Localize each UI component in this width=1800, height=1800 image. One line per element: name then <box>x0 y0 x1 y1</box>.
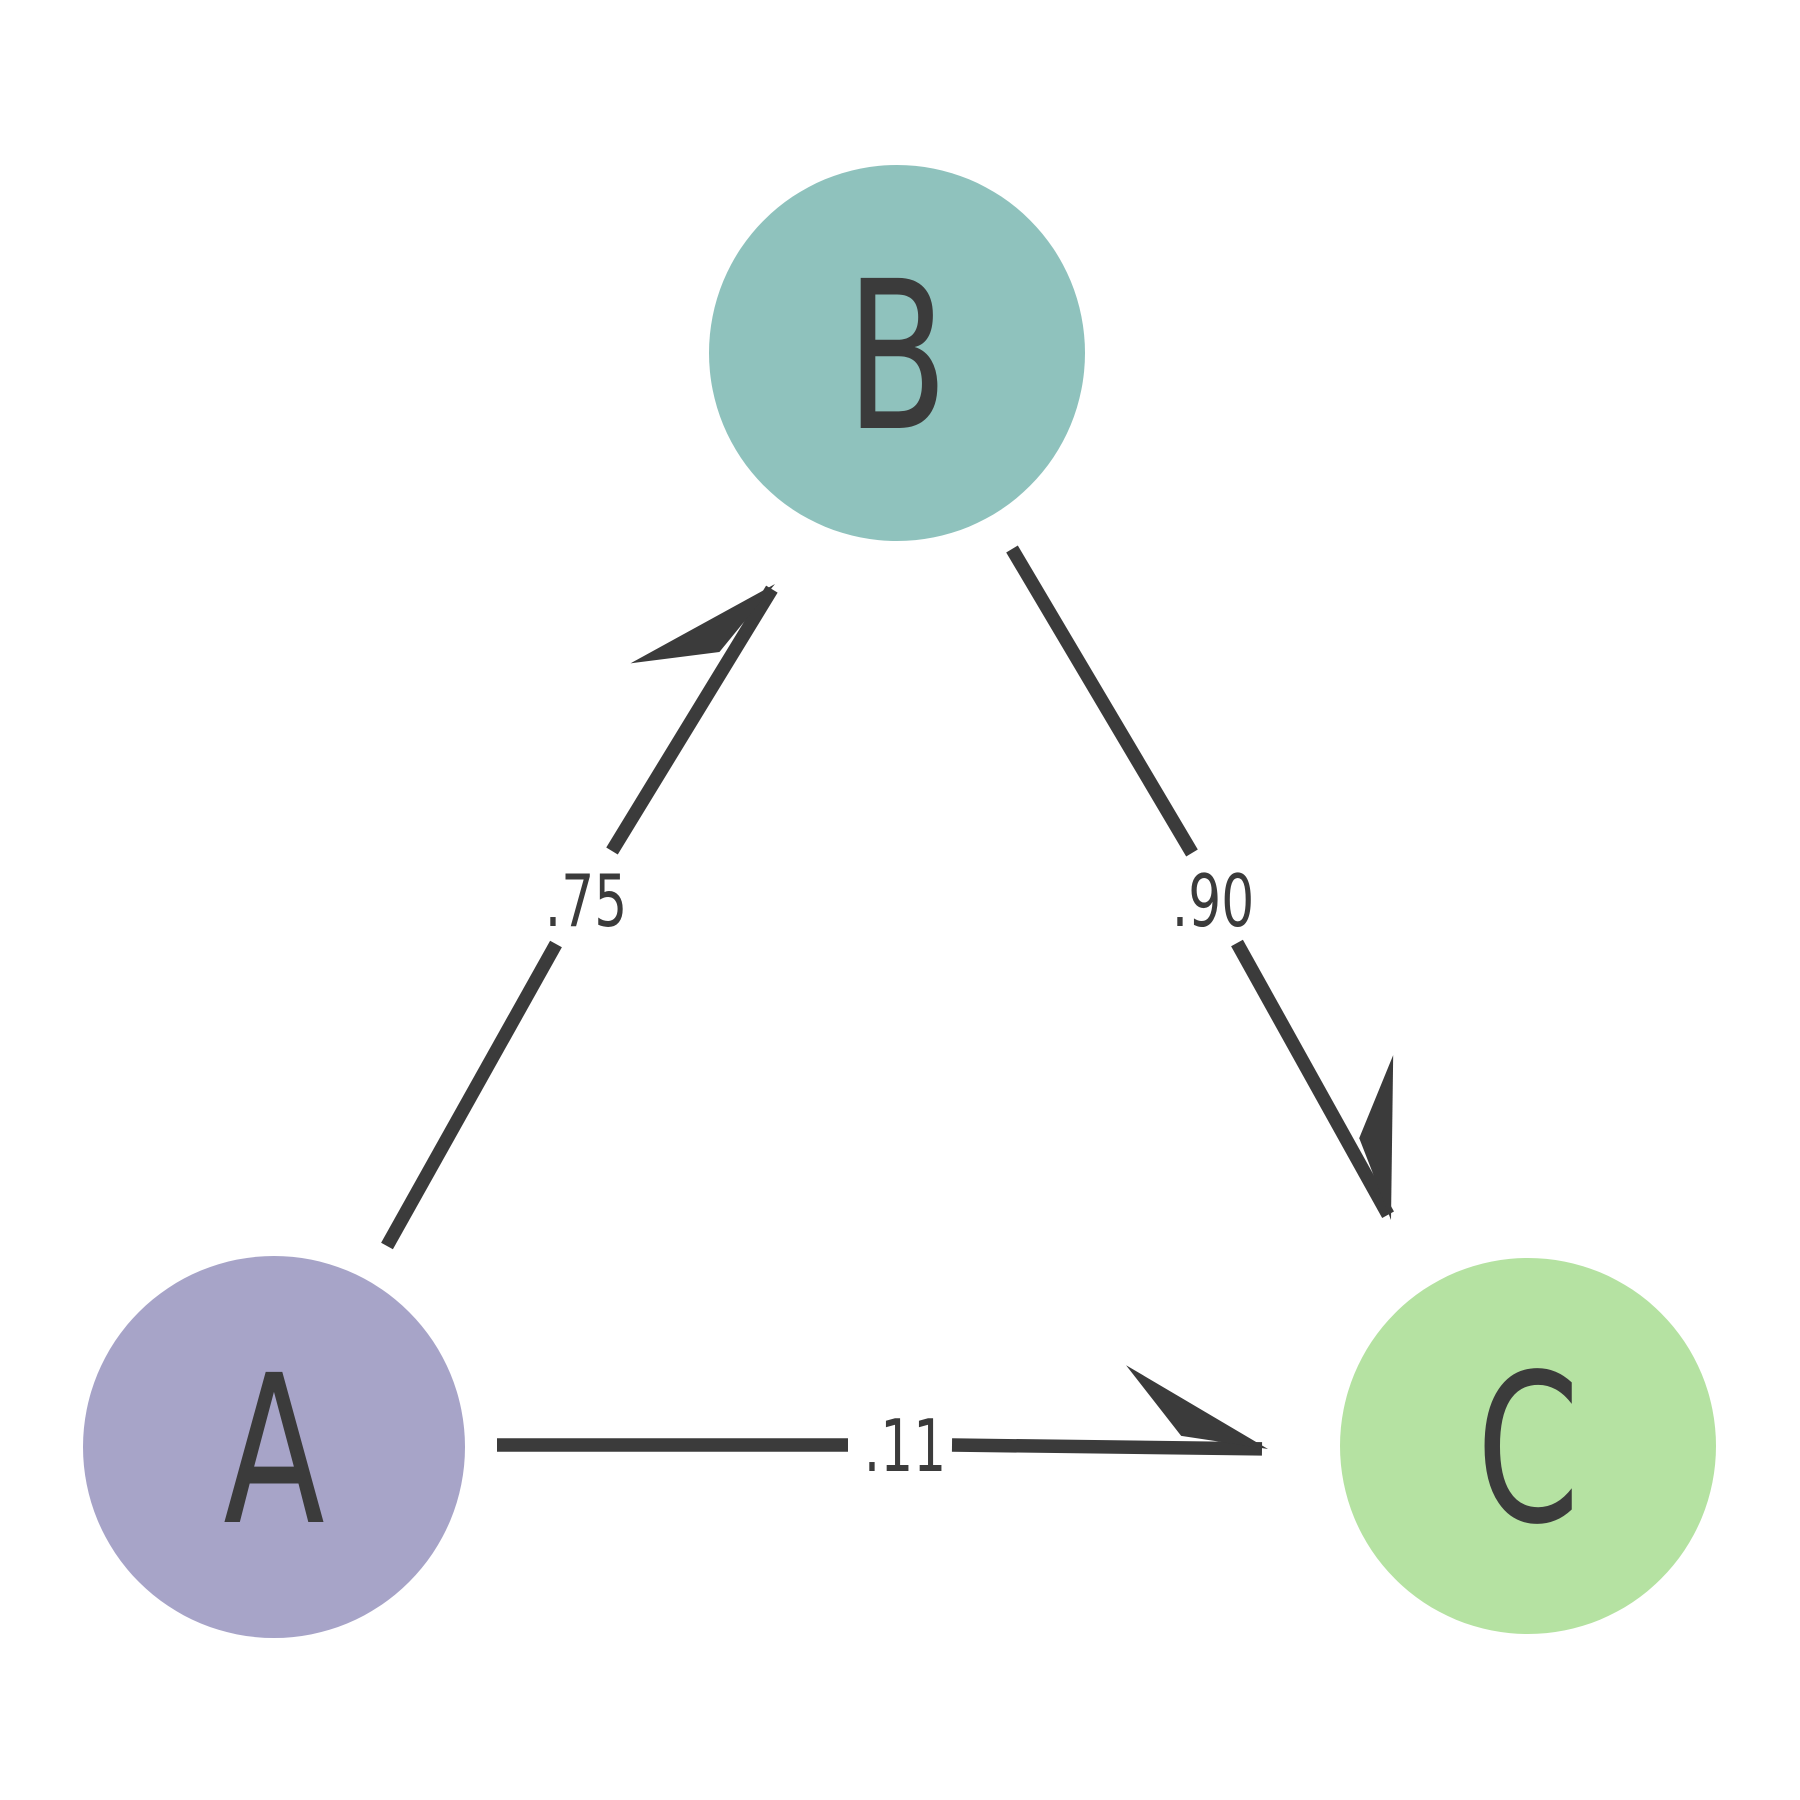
node-A: A <box>83 1256 465 1638</box>
node-C: C <box>1340 1258 1716 1634</box>
node-A-circle <box>83 1256 465 1638</box>
edge-A-B-shaft-lower <box>381 940 562 1250</box>
edge-A-C-arrowhead-icon <box>1126 1365 1268 1449</box>
node-B-circle <box>709 165 1085 541</box>
edge-B-C-shaft-lower <box>1006 545 1198 857</box>
node-B-label: B <box>846 237 948 477</box>
node-C-label: C <box>1476 1330 1580 1570</box>
edge-A-B-shaft-upper <box>606 585 778 855</box>
edge-A-B: .75 <box>381 584 778 1250</box>
edge-B-C: .90 <box>1006 545 1394 1220</box>
edge-A-C-shaft-upper <box>951 1438 1263 1456</box>
edge-A-B-arrowhead-icon <box>630 584 775 664</box>
edge-A-B-weight-label: .75 <box>545 859 627 943</box>
node-C-circle <box>1340 1258 1716 1634</box>
node-B: B <box>709 165 1085 541</box>
edge-B-C-weight-label: .90 <box>1172 859 1254 943</box>
edge-B-C-shaft-upper <box>1231 939 1394 1219</box>
edge-A-C-weight-label: .11 <box>864 1404 946 1488</box>
edge-B-C-arrowhead-icon <box>1359 1055 1394 1220</box>
node-A-label: A <box>223 1331 324 1571</box>
edge-A-C: .11 <box>497 1365 1268 1488</box>
